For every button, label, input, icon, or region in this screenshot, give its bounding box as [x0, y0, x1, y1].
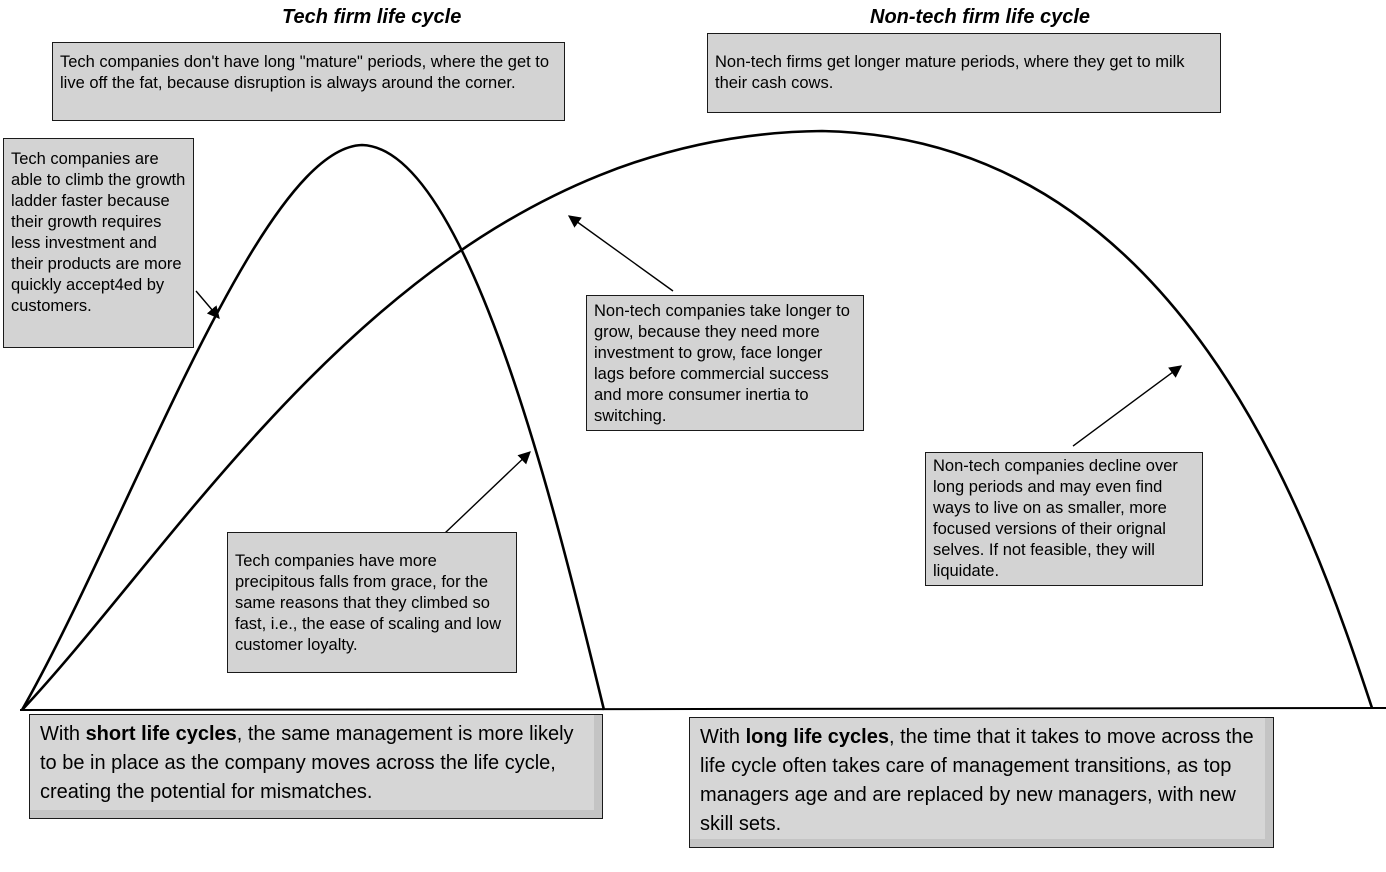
tech-climb-arrow [195, 290, 220, 319]
tech-fall-arrow [444, 451, 531, 534]
nontech-title: Non-tech firm life cycle [870, 6, 1091, 28]
tech-title: Tech firm life cycle [282, 6, 462, 28]
nontech-life-cycle-curve [21, 129, 1374, 711]
short-summary-bold: short life cycles [85, 723, 237, 745]
short-summary-suffix: , the same management is more likely to … [40, 723, 574, 803]
nontech-decline-arrow [1072, 365, 1183, 447]
tech-life-cycle-curve [20, 143, 606, 711]
long-summary-suffix: , the time that it takes to move across … [700, 726, 1254, 835]
tech-climb-note: Tech companies are able to climb the gro… [3, 138, 194, 348]
nontech-mature-note: Non-tech firms get longer mature periods… [707, 33, 1221, 113]
nontech-grow-arrow [567, 215, 674, 292]
nontech-decline-note: Non-tech companies decline over long per… [925, 452, 1203, 586]
time-axis [19, 707, 1386, 711]
long-life-cycle-summary: With long life cycles, the time that it … [689, 717, 1274, 848]
tech-mature-note: Tech companies don't have long "mature" … [52, 42, 565, 121]
short-summary-prefix: With [40, 723, 86, 745]
nontech-grow-note: Non-tech companies take longer to grow, … [586, 295, 864, 431]
long-summary-prefix: With [700, 726, 746, 748]
tech-fall-note: Tech companies have more precipitous fal… [227, 532, 517, 673]
short-life-cycle-summary: With short life cycles, the same managem… [29, 714, 603, 819]
long-summary-bold: long life cycles [745, 726, 889, 748]
